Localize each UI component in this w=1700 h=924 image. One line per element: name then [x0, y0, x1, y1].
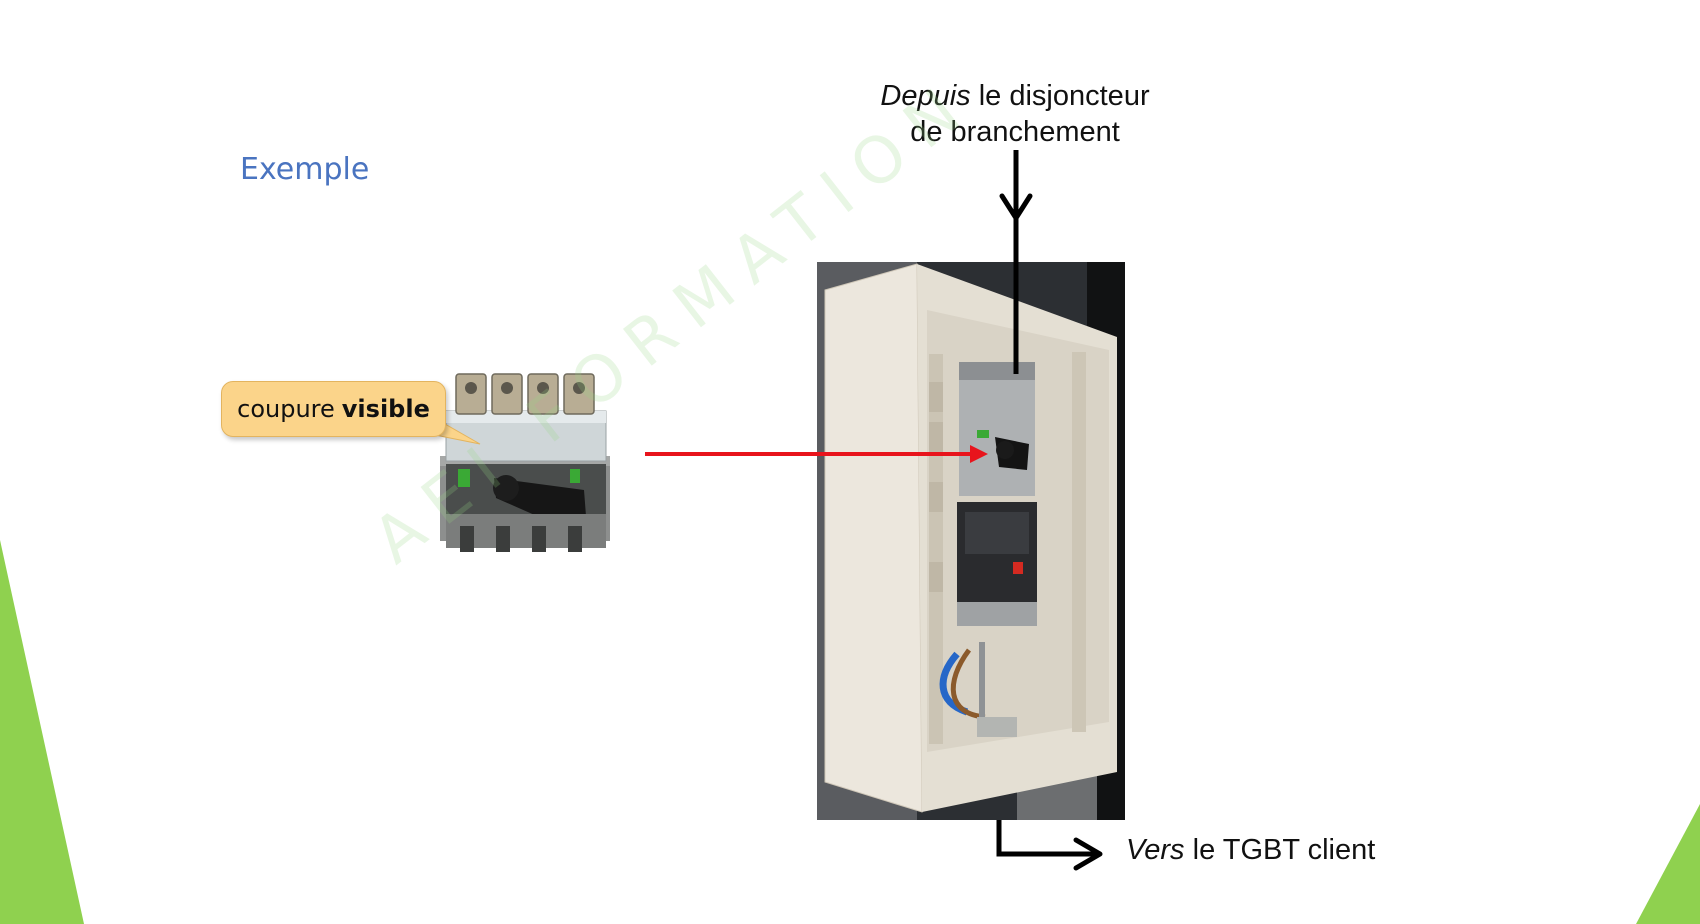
label-to-rest: le TGBT client [1184, 834, 1376, 866]
callout-text-bold: visible [341, 395, 430, 423]
label-to-italic: Vers [1126, 834, 1185, 866]
slide-title: Exemple [240, 152, 370, 187]
accent-shape-right [1636, 804, 1700, 924]
incoming-arrowhead [999, 193, 1033, 221]
label-from-line1: le disjoncteur [970, 80, 1150, 112]
label-vers-tgbt: Vers le TGBT client [1126, 834, 1375, 867]
outgoing-arrow-line [996, 820, 1100, 857]
label-from-italic: Depuis [880, 80, 971, 112]
accent-shape-left [0, 540, 84, 924]
switch-disconnector-image [440, 373, 610, 552]
callout-text: coupure [237, 395, 335, 423]
red-arrowhead [970, 445, 988, 463]
label-depuis-disjoncteur: Depuis le disjoncteur de branchement [840, 78, 1190, 150]
label-from-line2: de branchement [910, 116, 1120, 148]
electrical-panel-image [817, 262, 1125, 820]
outgoing-arrowhead [1073, 837, 1103, 871]
callout-coupure-visible: coupure visible [221, 381, 446, 437]
